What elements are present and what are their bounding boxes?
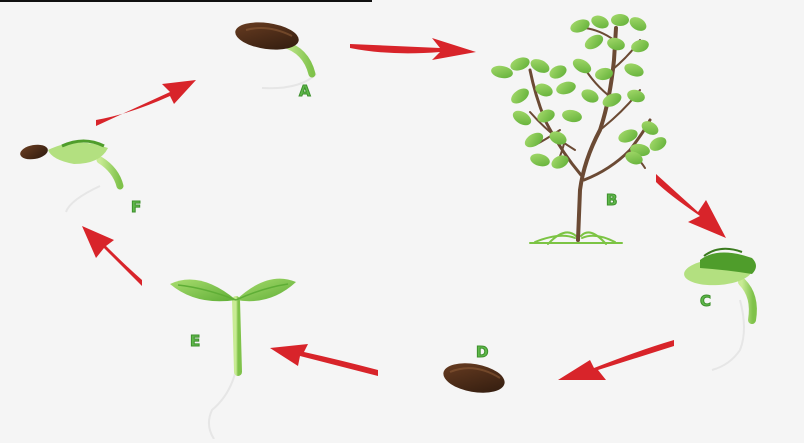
stage-label-e: E (190, 334, 200, 349)
stage-d-seed-icon (441, 359, 507, 397)
arrow-e-to-f (82, 226, 142, 286)
arrow-a-to-b (350, 38, 476, 60)
stage-f-sprouting-seed-icon (19, 141, 120, 212)
arrow-f-to-a (96, 80, 196, 126)
stage-label-d: D (476, 345, 488, 360)
stage-e-two-leaf-seedling-icon (170, 279, 296, 439)
stage-label-a: A (299, 84, 311, 99)
stage-label-b: B (606, 193, 617, 208)
stage-c-emerging-seedling-icon (683, 249, 756, 370)
arrow-d-to-e (270, 344, 378, 376)
stage-label-c: C (700, 294, 711, 309)
stage-b-young-tree-icon (490, 13, 669, 244)
stage-a-germinating-seed-icon (234, 19, 316, 89)
stage-label-f: F (131, 200, 141, 215)
arrow-b-to-c (656, 174, 726, 238)
arrow-c-to-d (558, 340, 674, 380)
top-divider-line (0, 0, 372, 2)
